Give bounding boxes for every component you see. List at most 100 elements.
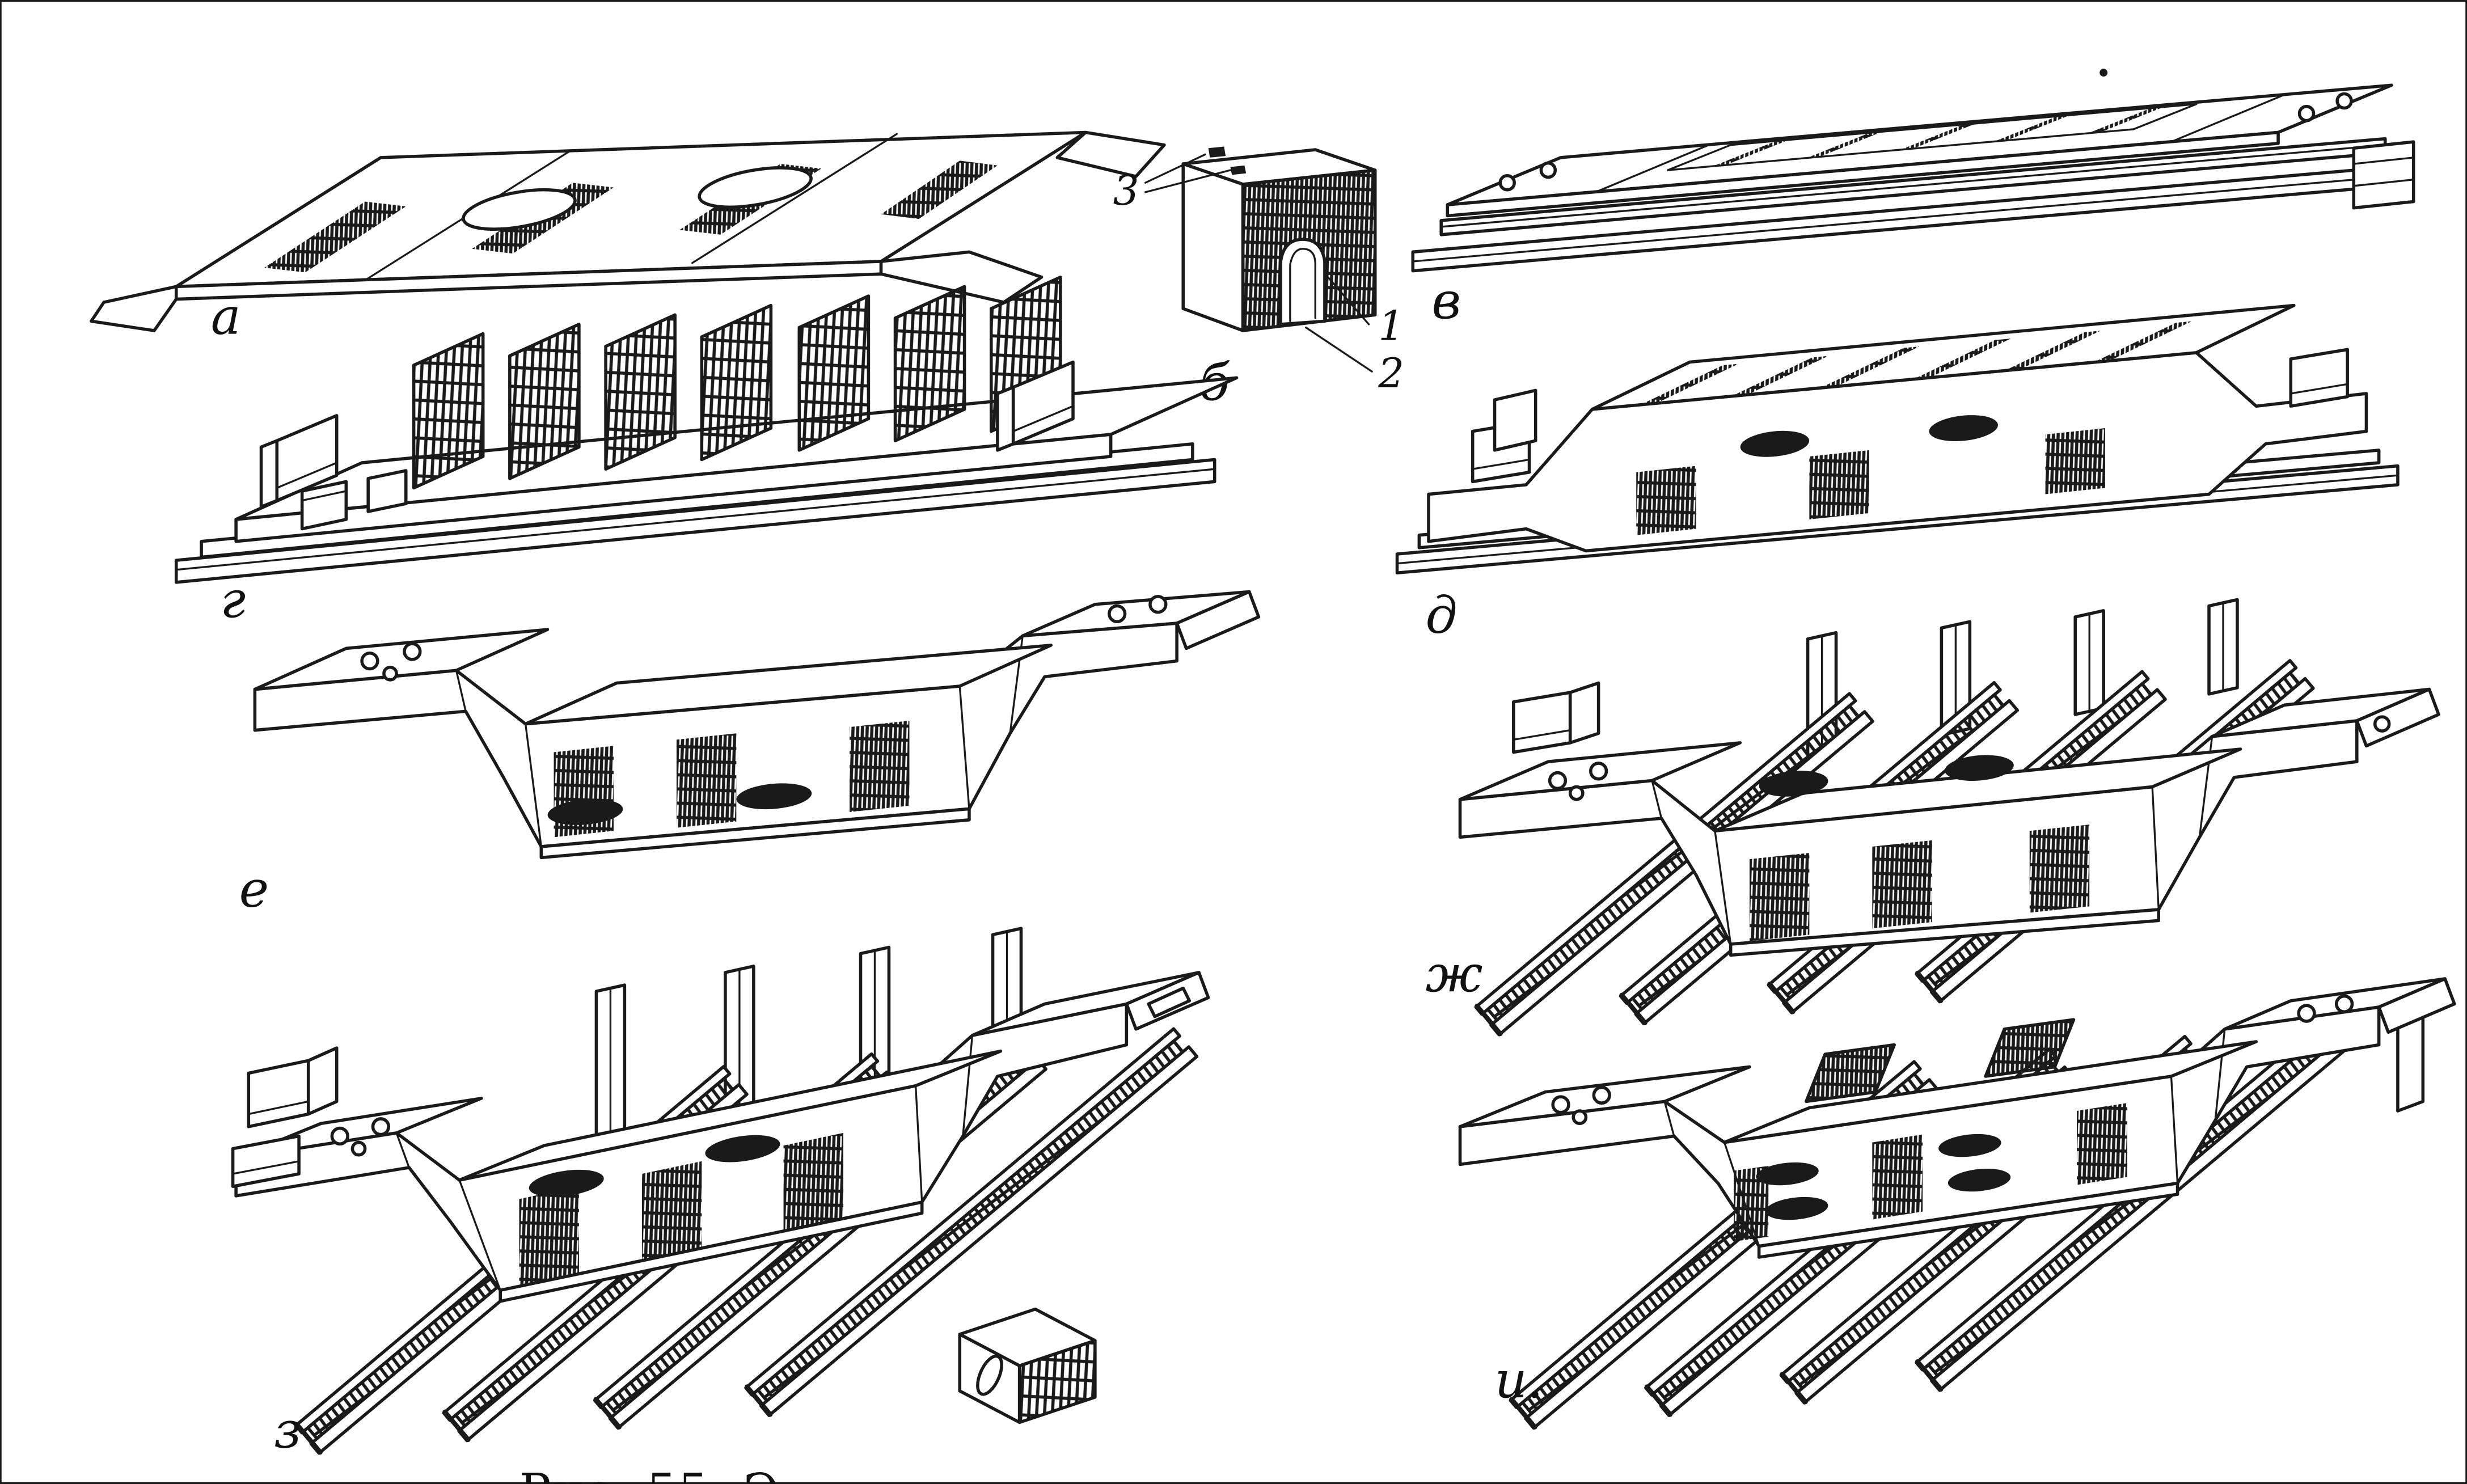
figure-caption: Рис. 55. Э [519, 1464, 780, 1484]
oval-slot [547, 799, 623, 825]
left-clamp-upper [247, 1059, 310, 1128]
stiffener-plate [1984, 1018, 2076, 1078]
lug-side-face [1017, 1339, 1097, 1424]
oval-slot [462, 188, 577, 231]
oval-slot [1759, 771, 1828, 797]
bottom-edge [1757, 1181, 2179, 1259]
bolt-hole [2335, 92, 2353, 110]
mid-top-flange [1713, 747, 2242, 833]
bolt-hole [2297, 1004, 2316, 1023]
label-g: г [220, 570, 246, 629]
bolt-hole [1592, 1085, 1611, 1105]
label-i: и. [1495, 1351, 1543, 1409]
callout-1: 1 [1378, 303, 1404, 350]
bolt-hole [1148, 595, 1168, 614]
figure-i-beam-on-rails [1458, 977, 2456, 1430]
bolt-hole [1589, 762, 1608, 781]
bottom-edge [499, 1200, 924, 1303]
left-end-tab [90, 285, 178, 332]
right-end-flap [1175, 590, 1261, 650]
label-v: в [1432, 272, 1461, 330]
bolt-hole [1548, 771, 1568, 790]
bolt-hole [2334, 994, 2354, 1014]
bolt-hole [350, 1140, 367, 1157]
figure-b-bracket-detail [1144, 146, 1377, 373]
bolt-piece [1208, 146, 1226, 158]
rib-plate [700, 303, 773, 462]
rib-plate [508, 323, 581, 480]
flap-slot [1147, 986, 1192, 1018]
beam-web [1427, 351, 2368, 553]
oval-slot [736, 783, 812, 810]
vertical-post [1806, 598, 2239, 757]
oval-slot [705, 1135, 780, 1162]
label-zh: ж [1425, 945, 1482, 1003]
bolt-hole [371, 1117, 391, 1136]
callout-3: 3 [1113, 167, 1139, 215]
rib-plate [797, 294, 871, 452]
lug-slot [976, 1354, 1003, 1396]
rib-plate [412, 332, 485, 490]
label-e: е [239, 860, 269, 918]
label-d: д [1425, 586, 1457, 645]
left-end-channel [1493, 388, 1537, 452]
bottom-edge [1729, 908, 2161, 957]
bracket-side-plate [1181, 162, 1245, 332]
bolt-hole [1498, 174, 1516, 192]
figure-e-hat-beam [253, 590, 1261, 860]
mid-top-flange [458, 1049, 1003, 1182]
oval-slot [1938, 1134, 2001, 1157]
label-z: з [274, 1401, 301, 1460]
oval-slot [1945, 755, 2014, 781]
ink-speck [2100, 69, 2108, 77]
bolt-hole [403, 642, 422, 661]
bottom-edge [539, 807, 971, 860]
base-strip-near [174, 458, 1216, 584]
plate-edge [1446, 130, 2280, 218]
right-end-tab [879, 250, 1044, 304]
ladder-opening [1667, 103, 2198, 171]
right-end-flap [2355, 687, 2440, 748]
mid-top-flange [1722, 1040, 2258, 1144]
rib-plate [893, 285, 966, 443]
figure-a-cover-plate [90, 130, 1166, 332]
bolt-hole [382, 665, 398, 682]
left-end-bracket [1512, 691, 1572, 754]
end-channel-bracket [2352, 140, 2415, 210]
figure-z-beam-on-rails [231, 927, 1210, 1455]
figure-d-assembled-beam [1395, 303, 2400, 575]
far-corner-tab [1055, 130, 1166, 178]
label-a: а [211, 288, 241, 346]
oval-slot [529, 1169, 604, 1197]
arched-opening [1279, 238, 1327, 326]
bolt-hole [1108, 604, 1127, 624]
bolt-hole [1551, 1095, 1570, 1114]
lug-detail [958, 1307, 1097, 1424]
oval-slot [698, 166, 813, 209]
figure-g-ribbed-base [174, 275, 1239, 584]
bolt-hole [2297, 104, 2316, 122]
bolt-hole [2373, 715, 2391, 733]
bolt-hole [360, 651, 379, 671]
right-end-flap [2377, 977, 2456, 1034]
oval-slot [1929, 415, 1998, 442]
bolt-hole [1539, 161, 1557, 179]
oval-slot [1765, 1196, 1828, 1220]
bolt-hole [330, 1126, 349, 1146]
right-end-bracket [2289, 348, 2349, 408]
leader-line [1304, 326, 1373, 373]
stiffener-plate [1805, 1043, 1896, 1104]
oval-slot [1948, 1168, 2011, 1192]
bolt-hole [1568, 785, 1585, 801]
oval-slot [1756, 1162, 1819, 1186]
front-clip [366, 469, 408, 513]
figure-zh-beam-on-rails [1458, 598, 2440, 1037]
mid-top-flange [523, 644, 1053, 726]
leader-line [1144, 169, 1232, 193]
trough-front-face [234, 433, 1113, 543]
leader-line [1144, 153, 1206, 184]
bolt-hole [1572, 1109, 1588, 1126]
oval-slot [1740, 430, 1810, 457]
